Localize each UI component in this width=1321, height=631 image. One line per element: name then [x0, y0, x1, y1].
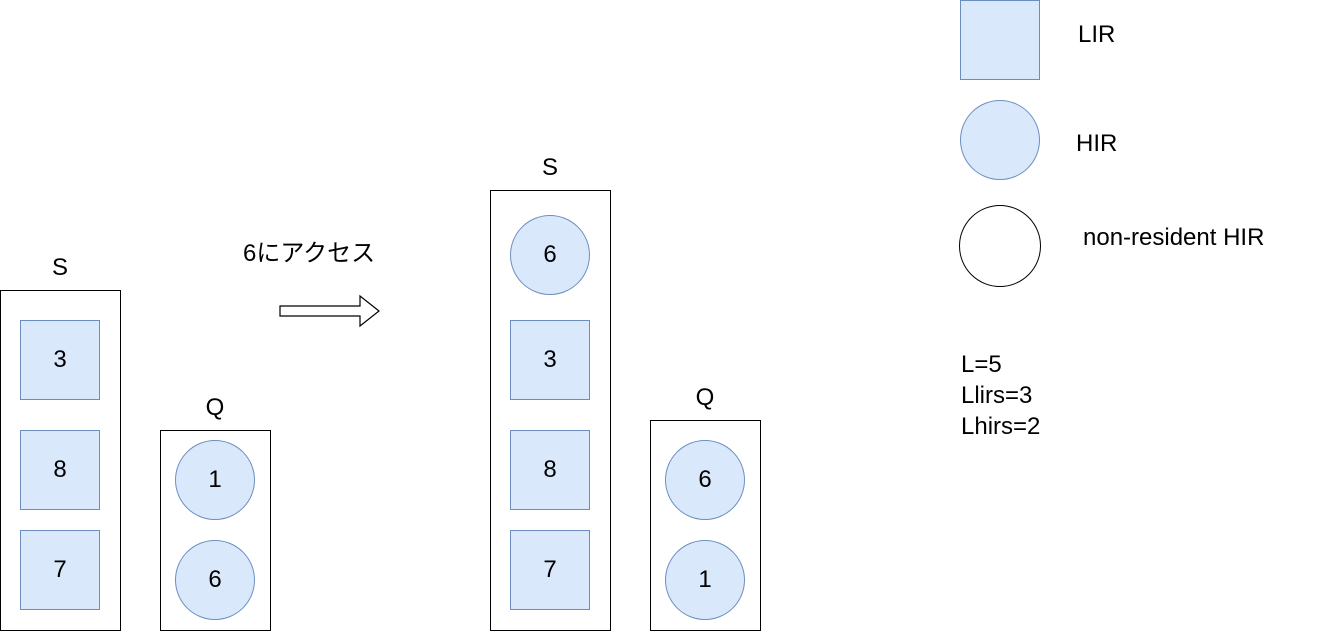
before-s-label: S — [51, 254, 68, 281]
after-q-label: Q — [695, 384, 715, 411]
legend-hir-swatch — [960, 100, 1040, 180]
legend-non-resident-swatch — [959, 205, 1041, 287]
after-s-label: S — [541, 154, 558, 181]
after-s-lir-block: 3 — [510, 320, 590, 400]
before-s-lir-block: 8 — [20, 430, 100, 510]
legend-lir-label: LIR — [1078, 21, 1116, 48]
after-q-hir-block: 6 — [665, 440, 745, 520]
before-q-hir-block: 6 — [175, 540, 255, 620]
param-l: L=5 — [961, 351, 1002, 378]
after-s-hir-block: 6 — [510, 215, 590, 295]
after-s-lir-block: 7 — [510, 530, 590, 610]
before-q-label: Q — [205, 394, 225, 421]
params-block: L=5 Llirs=3 Lhirs=2 — [961, 349, 1040, 442]
legend-non-resident-label: non-resident HIR — [1083, 224, 1265, 251]
before-q-hir-block: 1 — [175, 440, 255, 520]
param-lhirs: Lhirs=2 — [961, 413, 1041, 440]
before-s-lir-block: 3 — [20, 320, 100, 400]
arrow-label: 6にアクセス — [243, 240, 376, 267]
legend-lir-swatch — [960, 0, 1040, 80]
before-s-lir-block: 7 — [20, 530, 100, 610]
legend-hir-label: HIR — [1076, 130, 1118, 157]
right-arrow-icon — [279, 294, 380, 328]
param-llirs: Llirs=3 — [961, 382, 1033, 409]
after-s-lir-block: 8 — [510, 430, 590, 510]
after-q-hir-block: 1 — [665, 540, 745, 620]
